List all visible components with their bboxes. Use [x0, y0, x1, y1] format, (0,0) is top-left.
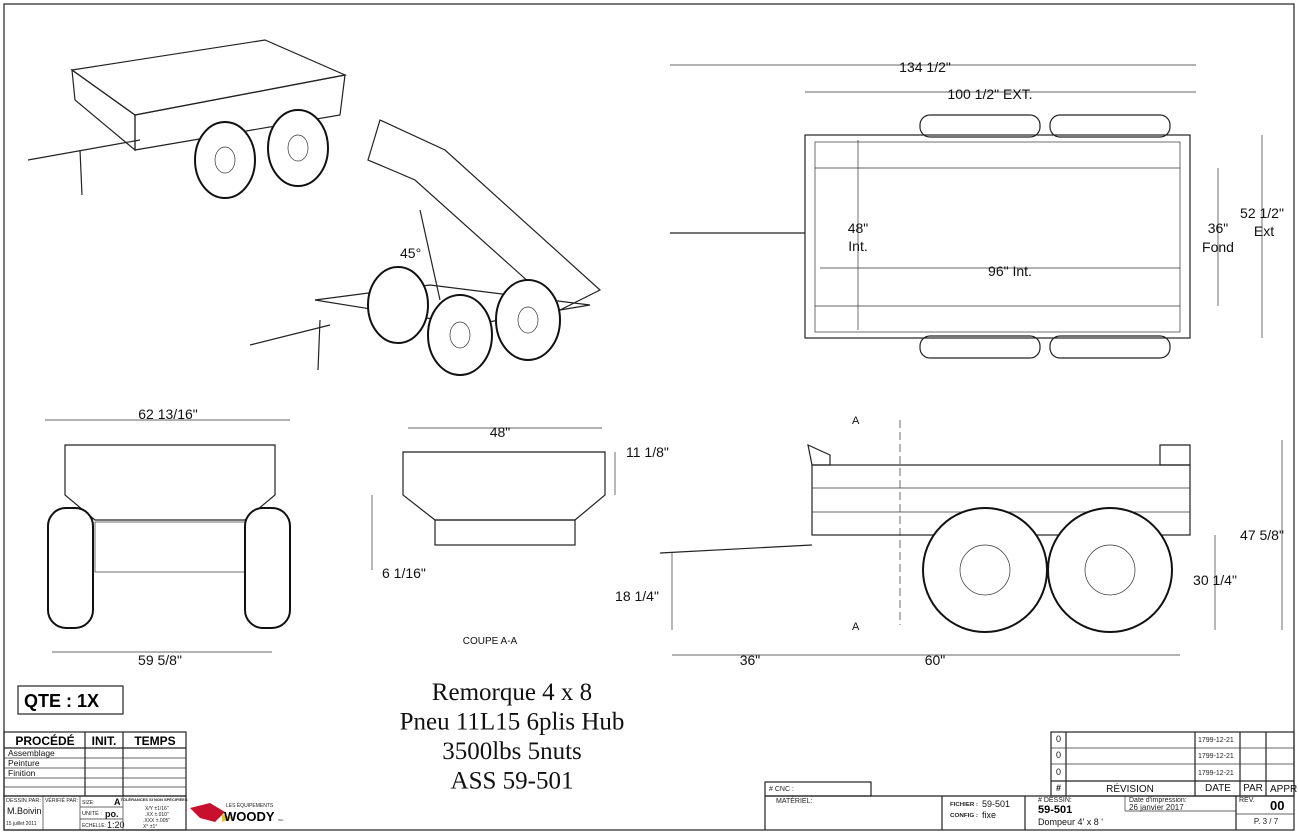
dim-side-box-height: 30 1/4" [1193, 572, 1237, 588]
dim-ext-length: 100 1/2" EXT. [947, 86, 1032, 102]
title-line-1: Remorque 4 x 8 [432, 679, 592, 706]
dim-front-track: 59 5/8" [138, 652, 182, 668]
logo-small-text: LES ÉQUIPEMENTS [226, 802, 274, 809]
size-value: A [114, 797, 121, 807]
size-label: SIZE: [82, 800, 95, 806]
dim-int-width-note: Int. [848, 238, 867, 254]
section-view: 48" 11 1/8" 6 1/16" COUPE A-A [371, 424, 669, 647]
drawing-no: 59-501 [1038, 804, 1072, 816]
scale-label: ECHELLE: [82, 823, 106, 829]
unit-label: UNITÉ : [82, 810, 102, 817]
rev-row-num: 0 [1056, 767, 1061, 777]
rev-header-date: DATE [1205, 783, 1231, 794]
rev-row-date: 1799-12-21 [1198, 737, 1234, 744]
config-value: fixe [982, 810, 996, 820]
front-view: 62 13/16" 59 5/8" [45, 406, 291, 668]
dim-axle: 60" [925, 652, 946, 668]
rev-label: REV. [1239, 797, 1255, 804]
rev-row-date: 1799-12-21 [1198, 753, 1234, 760]
logo-big-text: WOODY [224, 809, 275, 824]
material-label: MATÉRIEL: [776, 796, 812, 805]
file-value: 59-501 [982, 799, 1010, 809]
process-row: Assemblage [8, 748, 55, 758]
woodpecker-logo-icon [190, 803, 225, 822]
dim-section-width: 48" [490, 424, 511, 440]
quantity-label: QTE : 1X [24, 691, 99, 711]
dim-fond: 36" [1208, 220, 1229, 236]
dim-front-width: 62 13/16" [138, 406, 197, 422]
process-row: Peinture [8, 758, 40, 768]
revision-table: 0 1799-12-21 0 1799-12-21 0 1799-12-21 #… [1050, 731, 1297, 797]
scale-value: 1:20 [107, 820, 125, 830]
dim-int-length: 96" Int. [988, 263, 1032, 279]
tilt-angle-label: 45° [400, 245, 421, 261]
dim-ext-width: 52 1/2" [1240, 205, 1284, 221]
dim-fond-note: Fond [1202, 239, 1234, 255]
rev-value: 00 [1270, 798, 1284, 813]
rev-header-num: # [1056, 783, 1061, 793]
dim-hitch-height: 18 1/4" [615, 588, 659, 604]
rev-header-par: PAR [1243, 783, 1263, 794]
rev-row-date: 1799-12-21 [1198, 770, 1234, 777]
header-procede: PROCÉDÉ [15, 733, 74, 748]
dim-ext-width-note: Ext [1254, 223, 1274, 239]
title-line-3: 3500lbs 5nuts [442, 738, 582, 765]
iso-view-trailer [27, 39, 348, 199]
print-date-label: Date d'impression: [1129, 797, 1187, 804]
top-view: 134 1/2" 100 1/2" EXT. 48" Int. 96" Int.… [670, 59, 1284, 359]
drawn-by: M.Boivin [7, 806, 42, 816]
dim-tongue: 36" [740, 652, 761, 668]
cnc-label: # CNC : [769, 786, 794, 793]
rev-header-appr: APPR [1270, 784, 1297, 795]
iso-view-tilted: 45° [249, 119, 602, 376]
drawn-by-label: DESSIN PAR: [6, 798, 41, 804]
section-marker-bottom: A [852, 621, 860, 633]
description: Dompeur 4' x 8 ' [1038, 817, 1103, 827]
dim-section-lower: 6 1/16" [382, 565, 426, 581]
dim-side-overall-height: 47 5/8" [1240, 527, 1284, 543]
title-block-left: DESSIN PAR: M.Boivin 15 juillet 2011 VÉR… [3, 795, 188, 831]
process-row: Finition [8, 768, 36, 778]
header-temps: TEMPS [134, 734, 175, 748]
title-line-2: Pneu 11L15 6plis Hub [400, 709, 625, 736]
woody-logo: LES ÉQUIPEMENTS WOODY INC. [190, 802, 284, 824]
rev-row-num: 0 [1056, 734, 1061, 744]
verified-label: VÉRIFIÉ PAR: [45, 797, 78, 804]
title-block-right: # CNC : MATÉRIEL: FICHIER : 59-501 CONFI… [764, 781, 1294, 830]
tolerance: .XX ±.010" [145, 812, 169, 818]
file-label: FICHIER : [950, 802, 978, 808]
drawn-date: 15 juillet 2011 [6, 821, 37, 827]
drawing-title: Remorque 4 x 8 Pneu 11L15 6plis Hub 3500… [400, 679, 625, 795]
title-line-4: ASS 59-501 [451, 768, 574, 795]
config-label: CONFIG : [950, 813, 978, 819]
page-number: P. 3 / 7 [1254, 817, 1279, 826]
header-init: INIT. [92, 734, 117, 748]
logo-inc: INC. [278, 818, 284, 822]
quantity-box [17, 685, 124, 715]
section-marker-top: A [852, 415, 860, 427]
sheet-border [3, 3, 1295, 831]
process-table: PROCÉDÉ INIT. TEMPS Assemblage Peinture … [3, 731, 187, 797]
tolerance: X/Y ±1/16" [145, 806, 169, 812]
tolerance: .XXX ±.005" [143, 818, 170, 824]
dim-overall-length: 134 1/2" [899, 59, 951, 75]
dim-int-width: 48" [848, 220, 869, 236]
drawing-no-label: # DESSIN: [1038, 797, 1072, 804]
side-view: A A 47 5/8" 30 1/4" 18 1/4" 36" 60" [615, 415, 1284, 668]
rev-row-num: 0 [1056, 750, 1061, 760]
rev-header-revision: RÉVISION [1106, 782, 1154, 795]
dim-section-height: 11 1/8" [626, 444, 669, 460]
section-label: COUPE A-A [463, 636, 518, 647]
tolerance: X° ±1° [143, 824, 157, 830]
print-date: 26 janvier 2017 [1129, 803, 1184, 812]
tolerance-title: TOLÉRANCES SI NON SPÉCIFIÉES [120, 797, 187, 802]
unit-value: po. [105, 809, 119, 819]
